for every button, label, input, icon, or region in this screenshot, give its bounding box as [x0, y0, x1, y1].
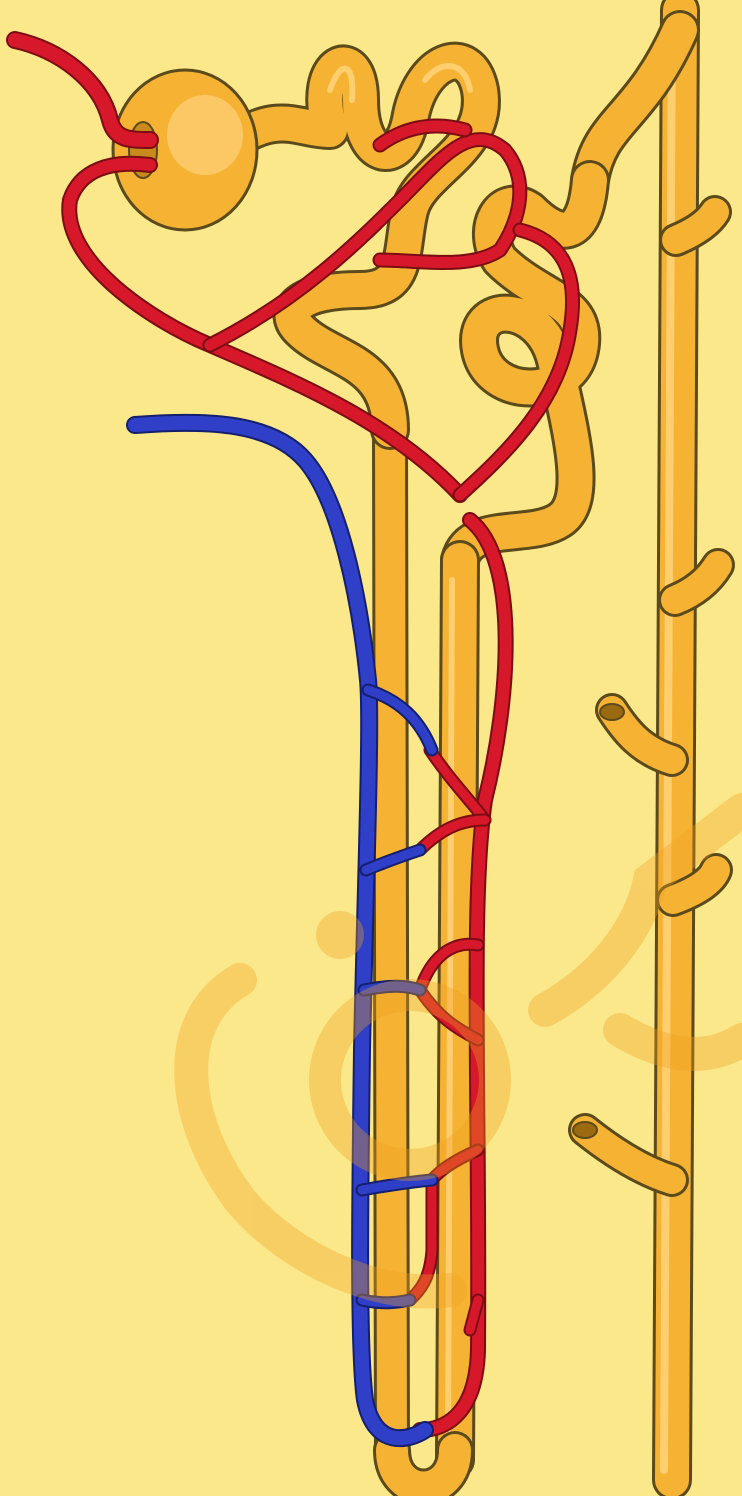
bowmans-capsule	[113, 70, 257, 230]
